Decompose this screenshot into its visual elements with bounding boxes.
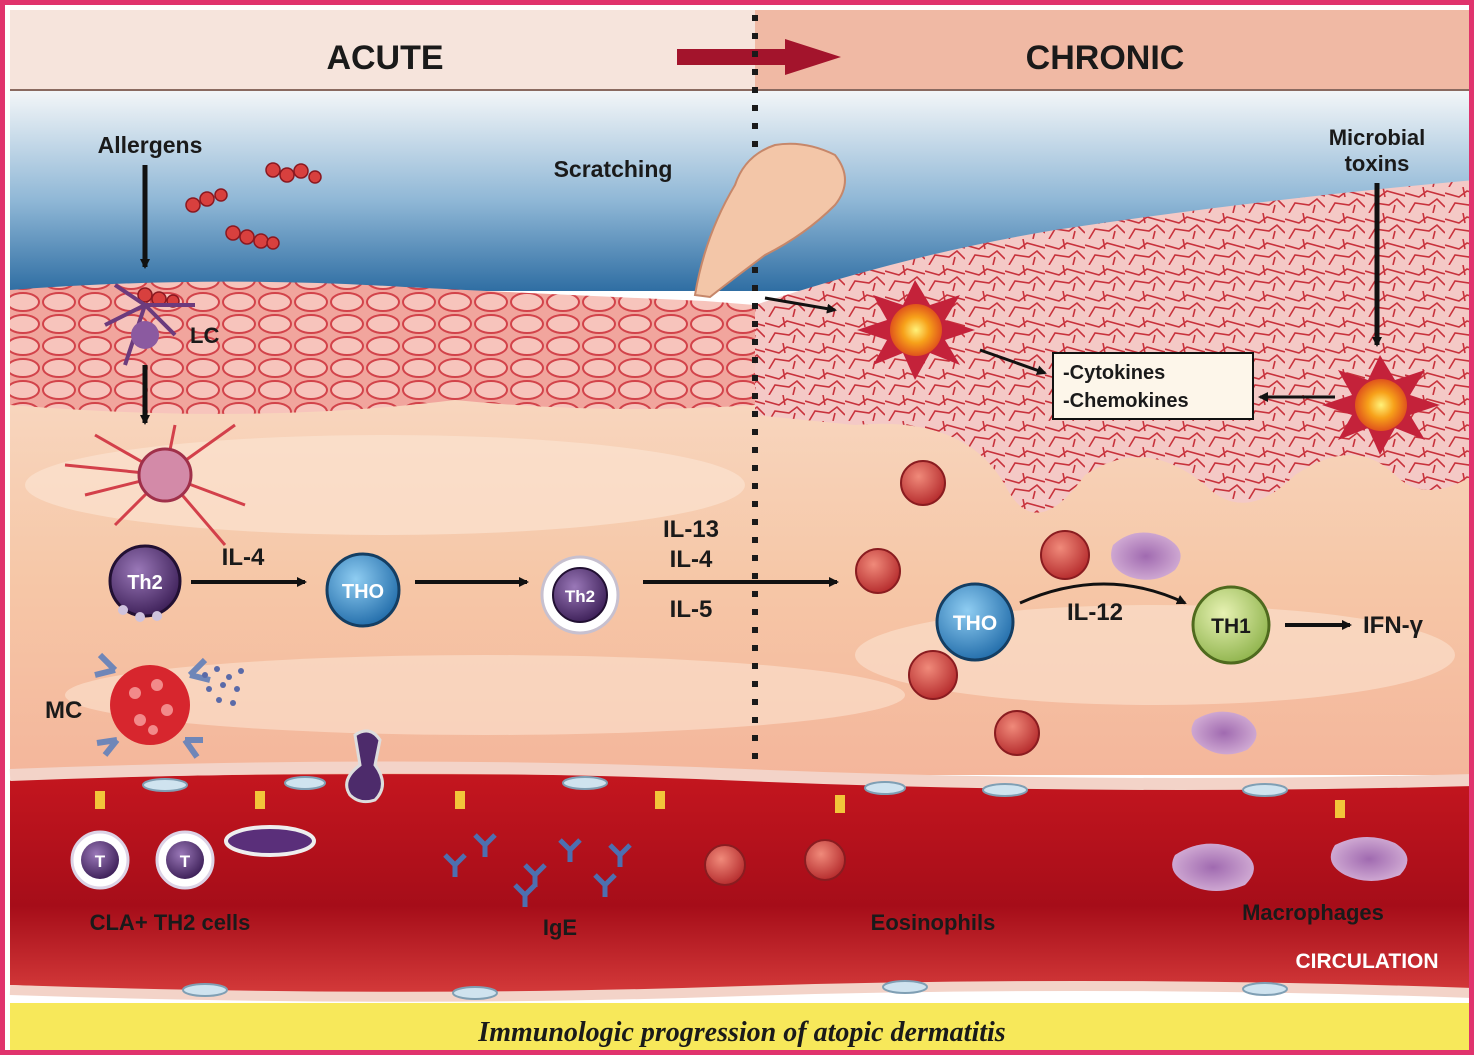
svg-text:T: T bbox=[180, 852, 191, 871]
svg-text:Th2: Th2 bbox=[565, 587, 595, 606]
il4-label-mid: IL-4 bbox=[670, 546, 713, 573]
il12-label: IL-12 bbox=[1067, 599, 1123, 626]
il13-label: IL-13 bbox=[663, 516, 719, 543]
tho-cell-chronic: THO bbox=[937, 584, 1013, 660]
th1-cell: TH1 bbox=[1193, 587, 1269, 663]
svg-text:Th2: Th2 bbox=[127, 572, 163, 594]
tho-cell-acute: THO bbox=[327, 554, 399, 626]
circulation-label: CIRCULATION bbox=[1295, 950, 1438, 973]
macrophages-label: Macrophages bbox=[1242, 900, 1384, 925]
ifn-gamma-label: IFN-γ bbox=[1363, 612, 1424, 639]
il5-label: IL-5 bbox=[670, 596, 713, 623]
svg-text:THO: THO bbox=[342, 581, 384, 603]
blood-vessel bbox=[10, 774, 1474, 994]
svg-text:-Chemokines: -Chemokines bbox=[1063, 390, 1189, 412]
rolling-cell-icon bbox=[226, 827, 314, 855]
il4-label-acute: IL-4 bbox=[222, 544, 265, 571]
scratching-label: Scratching bbox=[554, 156, 673, 182]
cla-th2-cells-label: CLA+ TH2 cells bbox=[90, 910, 251, 935]
diagram-caption: Immunologic progression of atopic dermat… bbox=[477, 1017, 1005, 1048]
acute-title: ACUTE bbox=[326, 39, 443, 77]
epidermis-acute bbox=[10, 282, 755, 414]
microbial-toxins-label-2: toxins bbox=[1345, 151, 1410, 176]
svg-text:T: T bbox=[95, 852, 106, 871]
eosinophils-label: Eosinophils bbox=[871, 910, 996, 935]
cla-t-cell-2: T bbox=[157, 832, 213, 888]
th2-cell-mid: Th2 bbox=[542, 557, 618, 633]
eosinophil-circulating-icon-2 bbox=[805, 840, 845, 880]
cla-t-cell-1: T bbox=[72, 832, 128, 888]
microbial-toxins-label-1: Microbial bbox=[1329, 125, 1426, 150]
cytokines-chemokines-box: -Cytokines -Chemokines bbox=[1053, 353, 1253, 419]
svg-text:-Cytokines: -Cytokines bbox=[1063, 362, 1165, 384]
svg-text:TH1: TH1 bbox=[1211, 615, 1251, 638]
chronic-title: CHRONIC bbox=[1026, 39, 1185, 77]
mc-label: MC bbox=[45, 697, 82, 724]
svg-text:THO: THO bbox=[953, 612, 997, 635]
ige-label: IgE bbox=[543, 915, 577, 940]
allergens-label: Allergens bbox=[98, 132, 203, 158]
eosinophil-circulating-icon bbox=[705, 845, 745, 885]
atopic-dermatitis-diagram: ACUTE CHRONIC Allergens bbox=[5, 5, 1474, 1055]
lc-label: LC bbox=[190, 323, 219, 348]
